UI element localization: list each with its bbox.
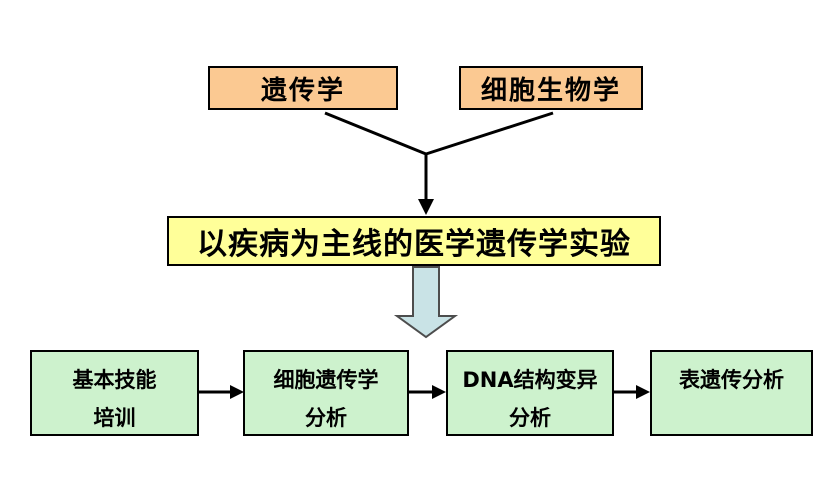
node-genetics-label: 遗传学 xyxy=(260,75,345,106)
node-dna-structural-variation: DNA结构变异 分析 xyxy=(446,350,614,436)
arrowhead-h1-icon xyxy=(230,385,244,399)
connector-left-diagonal xyxy=(324,111,427,156)
arrowhead-down-icon xyxy=(418,199,434,215)
node-cytogenetic-analysis: 细胞遗传学 分析 xyxy=(243,350,409,436)
node-cell-biology: 细胞生物学 xyxy=(459,66,643,110)
node-cytogenetic-line2: 分析 xyxy=(305,406,347,430)
node-central-experiment: 以疾病为主线的医学遗传学实验 xyxy=(167,216,661,266)
arrowhead-h3-icon xyxy=(636,385,650,399)
node-basic-skills-line1: 基本技能 xyxy=(72,368,157,392)
block-arrow-down-icon xyxy=(393,266,459,339)
node-central-experiment-label: 以疾病为主线的医学遗传学实验 xyxy=(197,227,631,262)
node-cell-biology-label: 细胞生物学 xyxy=(480,75,621,106)
node-dna-variation-line1: DNA结构变异 xyxy=(462,368,598,392)
node-dna-variation-line2: 分析 xyxy=(509,406,551,430)
node-epigenetic-line1: 表遗传分析 xyxy=(679,368,784,392)
arrowhead-h2-icon xyxy=(432,385,446,399)
connector-right-diagonal xyxy=(425,111,554,156)
node-basic-skills-training: 基本技能 培训 xyxy=(30,350,199,436)
node-genetics: 遗传学 xyxy=(208,66,398,110)
node-epigenetic-analysis: 表遗传分析 xyxy=(650,350,813,436)
node-basic-skills-line2: 培训 xyxy=(93,406,136,430)
node-cytogenetic-line1: 细胞遗传学 xyxy=(273,368,379,392)
